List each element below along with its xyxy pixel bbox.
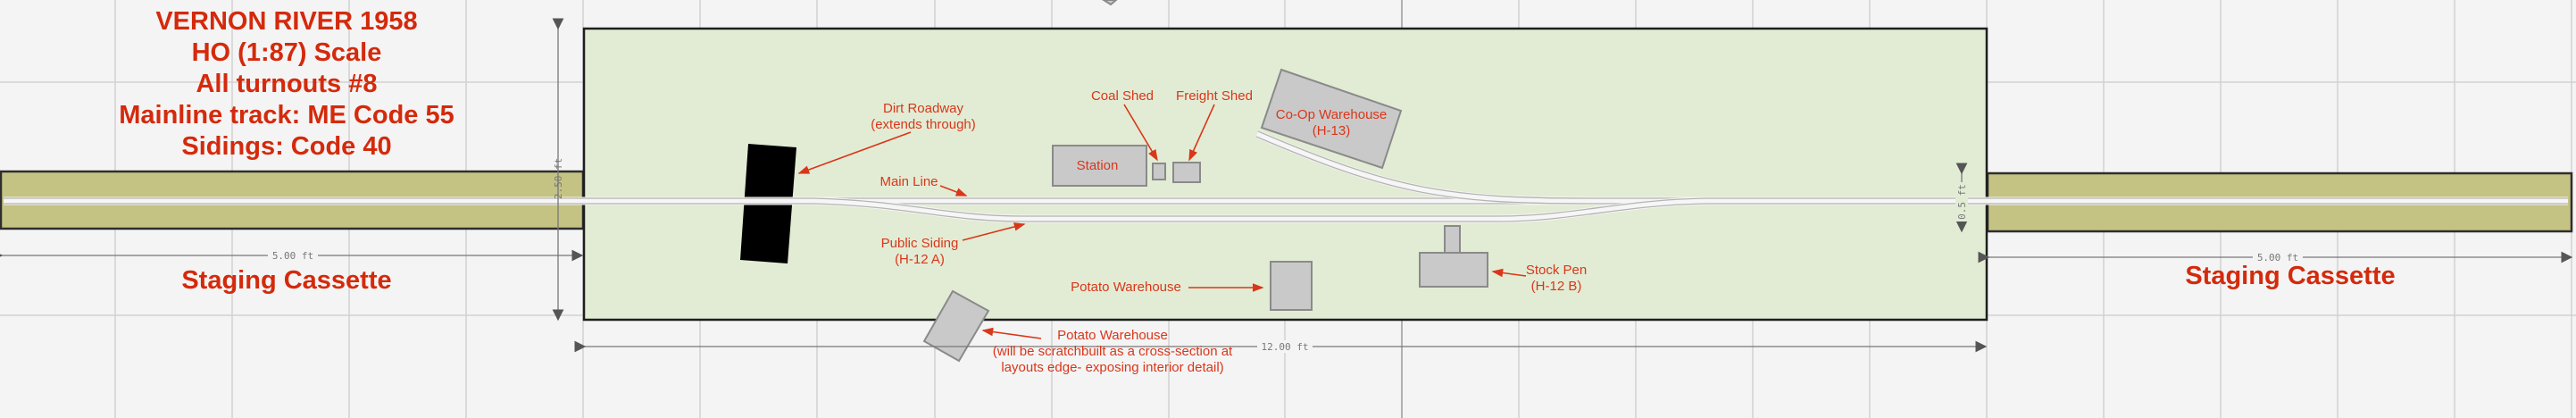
- potato-warehouse-edge-note: layouts edge- exposing interior detail): [1001, 360, 1223, 375]
- coal-shed-label: Coal Shed: [1091, 88, 1154, 104]
- dirt-roadway-note: (extends through): [871, 117, 976, 132]
- right-staging-label: Staging Cassette: [2185, 262, 2395, 290]
- dirt-roadway-label: Dirt Roadway: [883, 101, 964, 116]
- board-height-label: 2.50 ft: [553, 158, 564, 199]
- stock-pen-label: Stock Pen: [1526, 263, 1587, 278]
- stock-pen[interactable]: [1419, 252, 1488, 288]
- title-line: Sidings: Code 40: [181, 132, 391, 161]
- right-cassette-length-label: 5.00 ft: [2257, 252, 2298, 263]
- coop-warehouse-code: (H-13): [1313, 123, 1351, 138]
- coop-warehouse-label: Co-Op Warehouse: [1276, 107, 1388, 122]
- potato-warehouse-edge-note: (will be scratchbuilt as a cross-section…: [993, 344, 1233, 359]
- left-cassette-length-label: 5.00 ft: [272, 250, 313, 262]
- coop-warehouse[interactable]: [1260, 68, 1403, 170]
- stock-pen-chute[interactable]: [1444, 225, 1461, 254]
- public-siding-code: (H-12 A): [895, 252, 945, 267]
- station-building[interactable]: [1052, 145, 1147, 187]
- coal-shed[interactable]: [1152, 163, 1166, 180]
- title-line: Mainline track: ME Code 55: [119, 101, 454, 130]
- title-line: All turnouts #8: [196, 70, 377, 98]
- main-line-label: Main Line: [880, 174, 938, 189]
- tracks: [4, 130, 2568, 223]
- potato-warehouse-label: Potato Warehouse: [1071, 280, 1181, 295]
- freight-shed[interactable]: [1172, 162, 1201, 183]
- title-line: VERNON RIVER 1958: [155, 7, 417, 36]
- title-block: VERNON RIVER 1958 HO (1:87) Scale All tu…: [119, 7, 454, 161]
- main-line-track[interactable]: [4, 196, 2568, 205]
- cassette-width-label: 0.5 ft: [1956, 184, 1968, 220]
- title-line: HO (1:87) Scale: [192, 38, 382, 67]
- potato-warehouse-edge-label: Potato Warehouse: [1057, 328, 1168, 343]
- potato-warehouse[interactable]: [1270, 261, 1313, 311]
- board-width-label: 12.00 ft: [1262, 341, 1309, 353]
- annotations: Dirt Roadway (extends through) Main Line…: [797, 88, 1587, 375]
- dimensions: 2.50 ft 5.00 ft 12.00 ft 0.5 ft 5.00 ft: [0, 18, 2573, 353]
- station-label: Station: [1077, 158, 1119, 173]
- freight-shed-label: Freight Shed: [1176, 88, 1253, 104]
- public-siding-label: Public Siding: [881, 236, 959, 251]
- public-siding-track[interactable]: [813, 196, 1709, 223]
- stock-pen-code: (H-12 B): [1531, 279, 1582, 294]
- coop-spur-track[interactable]: [1255, 130, 1590, 205]
- offscreen-building: [1102, 0, 1118, 6]
- left-staging-label: Staging Cassette: [181, 266, 391, 295]
